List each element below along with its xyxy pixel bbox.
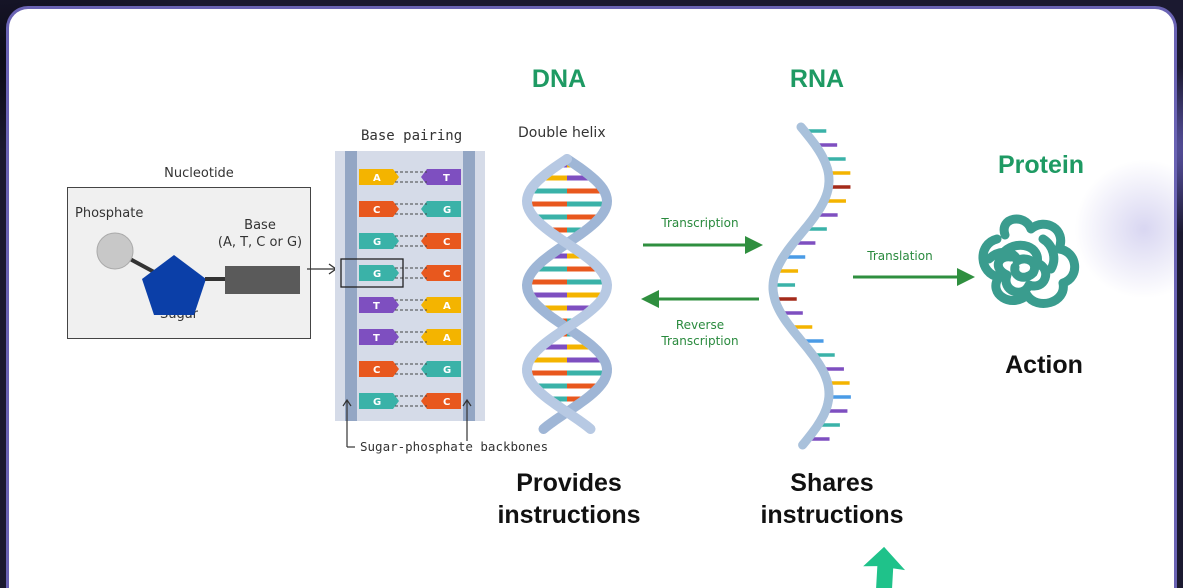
- phosphate-circle: [96, 232, 134, 270]
- backbone-pointers: [342, 398, 472, 448]
- base-left-label: C: [373, 365, 380, 376]
- transcription-arrow: [643, 236, 763, 254]
- base-right-label: T: [443, 173, 450, 184]
- rna-role: Shares instructions: [760, 469, 904, 529]
- protein-heading: Protein: [997, 151, 1085, 179]
- base-right-label: G: [443, 365, 451, 376]
- double-helix-title: Double helix: [518, 125, 606, 141]
- reverse-transcription-label: Reverse Transcription: [661, 318, 739, 348]
- base-pairing-title: Base pairing: [361, 128, 463, 144]
- helix-strand: [521, 154, 613, 434]
- rna-strand: [768, 122, 851, 450]
- nucleotide-title: Nucleotide: [164, 166, 234, 181]
- protein-role: Action: [1005, 351, 1083, 379]
- dna-heading: DNA: [531, 65, 587, 93]
- protein-blob-icon: [978, 214, 1079, 308]
- helix-strand: [521, 154, 613, 434]
- translation-arrow: [853, 268, 975, 286]
- reverse-transcription-arrow: [641, 290, 759, 308]
- cursor-arrow-icon: [863, 546, 906, 588]
- base-right-label: A: [443, 301, 451, 312]
- pentagon-sugar-icon: [142, 255, 206, 315]
- backbones-label: Sugar-phosphate backbones: [360, 439, 549, 454]
- base-left-label: T: [373, 301, 380, 312]
- base-rect: [225, 266, 300, 294]
- translation-label: Translation: [867, 249, 933, 263]
- dna-role: Provides instructions: [497, 469, 641, 529]
- nucleotide-diagram: [96, 232, 300, 315]
- transcription-label: Transcription: [661, 216, 739, 230]
- phosphate-label: Phosphate: [75, 206, 144, 221]
- base-right-label: C: [443, 237, 450, 248]
- base-right-label: G: [443, 205, 451, 216]
- base-left-label: A: [373, 173, 381, 184]
- base-label: Base (A, T, C or G): [217, 218, 303, 250]
- base-left-label: G: [373, 397, 381, 408]
- base-left-label: T: [373, 333, 380, 344]
- base-left-label: C: [373, 205, 380, 216]
- base-left-label: G: [373, 269, 381, 280]
- base-right-label: A: [443, 333, 451, 344]
- base-left-label: G: [373, 237, 381, 248]
- rna-heading: RNA: [789, 65, 845, 93]
- slide-card: DNA RNA Protein Nucleotide Phosphate Bas…: [6, 6, 1177, 588]
- dna-double-helix: [521, 154, 613, 434]
- base-right-label: C: [443, 269, 450, 280]
- base-right-label: C: [443, 397, 450, 408]
- rna-backbone: [768, 122, 834, 450]
